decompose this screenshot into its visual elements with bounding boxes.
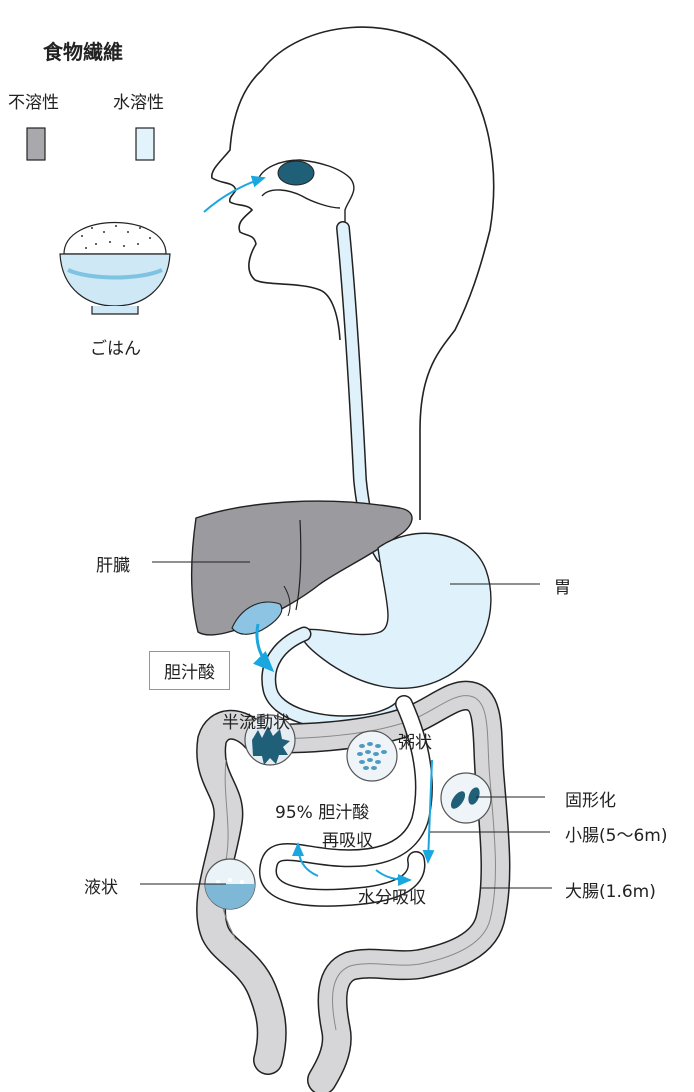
soluble-swatch	[136, 128, 154, 160]
semi-fluid-label: 半流動状	[222, 708, 290, 733]
liver	[192, 501, 412, 635]
rice-label: ごはん	[90, 334, 141, 359]
water-absorption-label: 水分吸収	[358, 883, 426, 908]
solidify-circle	[441, 773, 491, 823]
intake-arrow	[204, 178, 264, 212]
solidify-label: 固形化	[565, 786, 616, 811]
insoluble-label: 不溶性	[8, 88, 59, 113]
liquid-label: 液状	[84, 873, 118, 898]
legend-title: 食物繊維	[43, 36, 123, 65]
porridge-circle	[347, 731, 397, 781]
liver-label: 肝臓	[96, 551, 130, 576]
large-intestine-label: 大腸(1.6m)	[565, 877, 656, 902]
insoluble-swatch	[27, 128, 45, 160]
stomach-label: 胃	[554, 573, 571, 598]
throat-blob	[278, 161, 314, 185]
tongue-outline	[262, 190, 340, 208]
porridge-label: 粥状	[398, 728, 432, 753]
bile-acid-box: 胆汁酸	[149, 651, 230, 690]
reabsorb-line1: 95% 胆汁酸	[275, 798, 369, 823]
small-intestine-label: 小腸(5〜6m)	[565, 821, 667, 846]
reabsorb-line2: 再吸収	[322, 826, 373, 851]
rice-bowl	[60, 223, 170, 315]
soluble-label: 水溶性	[113, 88, 164, 113]
